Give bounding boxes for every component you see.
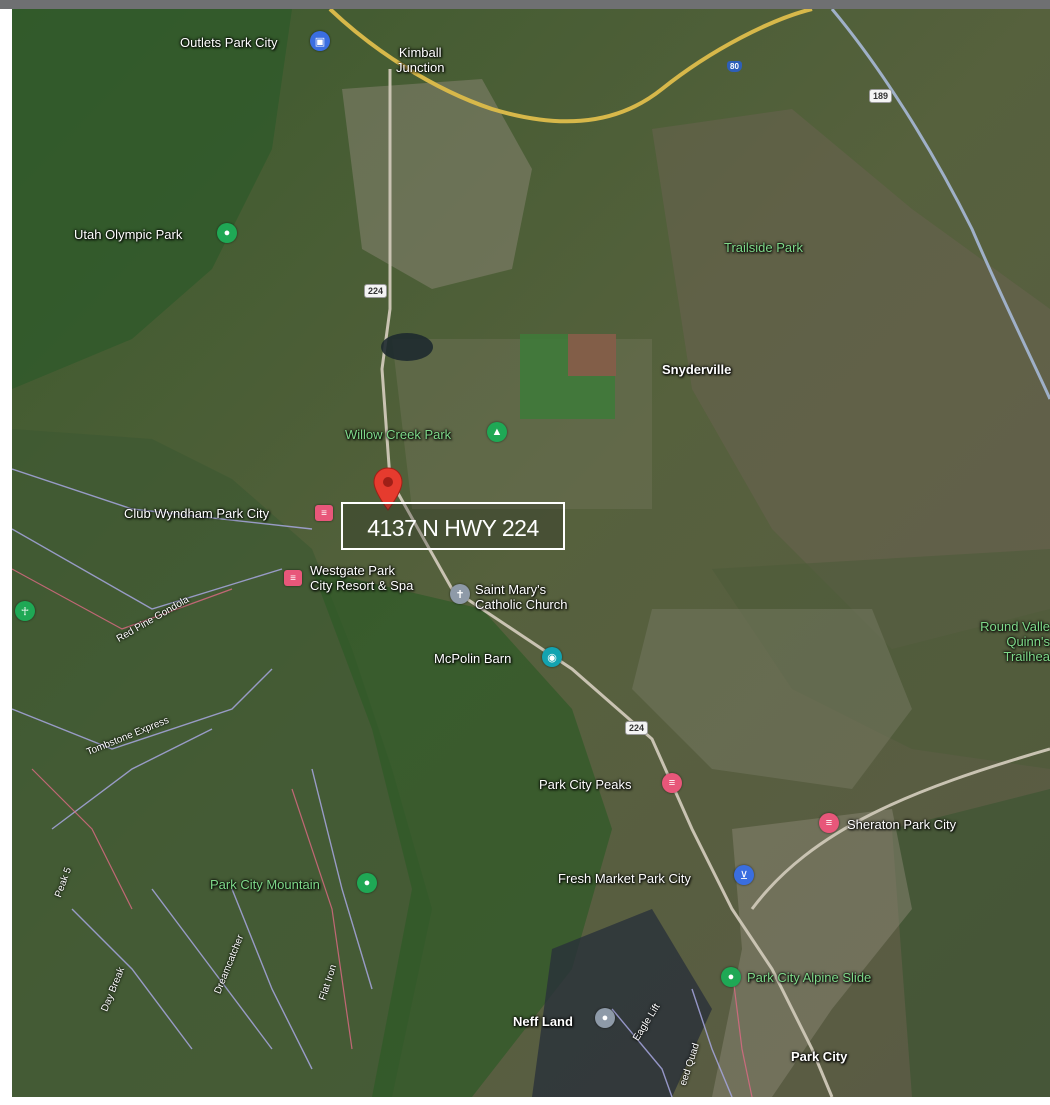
us189-shield: 189 (869, 89, 893, 103)
label-park-city-peaks[interactable]: Park City Peaks (539, 777, 632, 792)
camera-icon[interactable]: ◉ (542, 647, 562, 667)
hotel-icon[interactable]: ≡ (315, 505, 333, 521)
park-pin-icon[interactable]: ● (217, 223, 237, 243)
top-bar (0, 0, 1050, 9)
hotel-icon[interactable]: ≡ (819, 813, 839, 833)
shopping-bag-icon[interactable]: ▣ (310, 31, 330, 51)
label-alpine-slide[interactable]: Park City Alpine Slide (747, 970, 872, 985)
church-icon[interactable]: ✝ (450, 584, 470, 604)
label-round-valley[interactable]: Round Valle Quinn's Trailhea (980, 619, 1050, 664)
hotel-icon[interactable]: ≡ (662, 773, 682, 793)
label-fresh-market[interactable]: Fresh Market Park City (558, 871, 691, 886)
map-terrain (12, 9, 1050, 1097)
label-mcpolin-barn[interactable]: McPolin Barn (434, 651, 512, 666)
label-trailside-park[interactable]: Trailside Park (724, 240, 803, 255)
label-club-wyndham[interactable]: Club Wyndham Park City (124, 506, 270, 521)
label-park-city[interactable]: Park City (791, 1049, 848, 1064)
i80-shield: 80 (727, 61, 742, 72)
shopping-cart-icon[interactable]: ⊻ (734, 865, 754, 885)
label-saint-marys[interactable]: Saint Mary's Catholic Church (475, 582, 568, 612)
location-marker-icon[interactable] (372, 467, 404, 511)
sr224-shield-south: 224 (625, 721, 649, 735)
label-neff-land[interactable]: Neff Land (513, 1014, 573, 1029)
satellite-map[interactable]: Outlets Park City ▣ Kimball Junction Uta… (12, 9, 1050, 1097)
hiker-icon[interactable]: ☥ (15, 601, 35, 621)
park-pin-icon[interactable]: ● (357, 873, 377, 893)
place-pin-icon[interactable]: ● (595, 1008, 615, 1028)
address-label: 4137 N HWY 224 (341, 502, 565, 550)
label-outlets-park-city[interactable]: Outlets Park City (180, 35, 278, 50)
label-park-city-mountain[interactable]: Park City Mountain (210, 877, 320, 892)
hotel-icon[interactable]: ≡ (284, 570, 302, 586)
tree-icon[interactable]: ▲ (487, 422, 507, 442)
label-willow-creek-park[interactable]: Willow Creek Park (345, 427, 452, 442)
sr224-shield-north: 224 (364, 284, 388, 298)
park-pin-icon[interactable]: ● (721, 967, 741, 987)
label-kimball-junction[interactable]: Kimball Junction (396, 45, 445, 75)
label-westgate[interactable]: Westgate Park City Resort & Spa (310, 563, 414, 593)
label-sheraton[interactable]: Sheraton Park City (847, 817, 957, 832)
label-utah-olympic-park[interactable]: Utah Olympic Park (74, 227, 183, 242)
label-snyderville[interactable]: Snyderville (662, 362, 732, 377)
